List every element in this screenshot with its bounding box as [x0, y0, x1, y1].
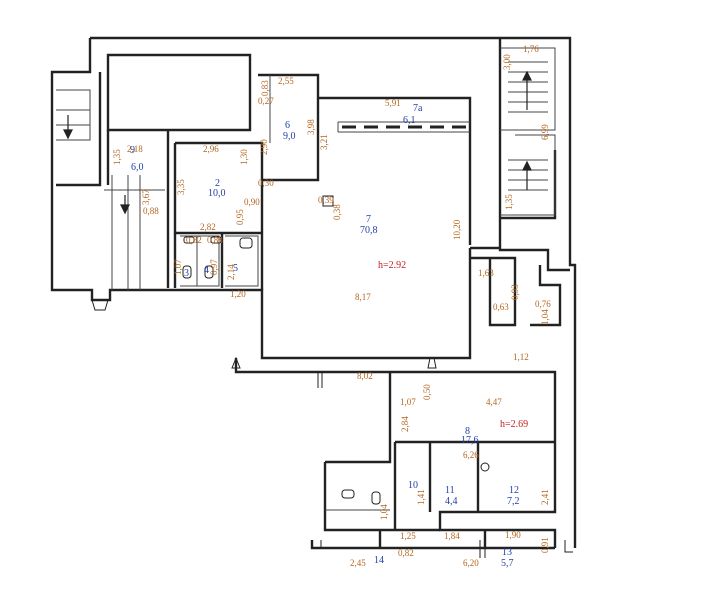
room-12-area: 7,2 — [507, 496, 520, 507]
dimension-label: 6,99 — [540, 124, 550, 140]
dimension-label: 8,02 — [357, 371, 373, 381]
dimension-label: 0,50 — [422, 384, 432, 400]
dimension-label: 0,90 — [244, 197, 260, 207]
room-14-number: 14 — [374, 555, 384, 566]
dimension-label: 1,90 — [505, 530, 521, 540]
dimension-label: 1,20 — [230, 289, 246, 299]
dimension-label: 1,04 — [379, 504, 389, 520]
dimension-label: 1,84 — [444, 531, 460, 541]
dimension-label: 2,14 — [226, 264, 236, 280]
room-6-number: 6 — [285, 120, 290, 131]
dimension-label: 2,96 — [203, 144, 219, 154]
dimension-label: 0,82 — [398, 548, 414, 558]
room-9-area: 6,0 — [131, 162, 144, 173]
room-5-number: 5 — [233, 263, 238, 274]
ceiling-heights: h=2.92 h=2.69 — [378, 260, 528, 430]
room-8-number: 8 — [465, 426, 470, 437]
dimension-label: 0,38 — [332, 204, 342, 220]
dimension-label: 0,82 — [186, 235, 202, 245]
dimension-label: 0,91 — [540, 537, 550, 553]
dimension-label: 1,35 — [112, 149, 122, 165]
dimension-label: 0,95 — [235, 209, 245, 225]
walls — [50, 36, 577, 550]
dimension-label: 2,45 — [350, 558, 366, 568]
room-12-number: 12 — [509, 485, 519, 496]
dimension-label: 1,25 — [400, 531, 416, 541]
room-10-number: 10 — [408, 480, 418, 491]
dimension-label: 1,41 — [416, 489, 426, 505]
dimension-label: 1,76 — [523, 44, 539, 54]
dimension-label: 2,41 — [540, 489, 550, 505]
dimension-labels: 1,76 3,00 6,99 1,35 1,63 0,93 0,63 0,76 … — [112, 44, 551, 568]
dimension-label: 10,20 — [452, 219, 462, 240]
dimension-label: 1,35 — [504, 194, 514, 210]
dimension-label: 1,07 — [400, 397, 416, 407]
sanitary-fixtures — [91, 195, 573, 558]
dimension-label: 2,84 — [400, 416, 410, 432]
dimension-label: 0,88 — [143, 206, 159, 216]
dimension-label: 3,35 — [176, 179, 186, 195]
dimension-label: 0,27 — [258, 96, 274, 106]
dimension-label: 3,00 — [502, 54, 512, 70]
stair-arrows — [63, 70, 532, 215]
dimension-label: 0,83 — [260, 80, 270, 96]
room-13-area: 5,7 — [501, 558, 514, 569]
height-label-room-8: h=2.69 — [500, 419, 528, 430]
room-4-number: 4 — [204, 265, 209, 276]
height-label-main-hall: h=2.92 — [378, 260, 406, 271]
dimension-label: 1,63 — [478, 268, 494, 278]
dimension-label: 2,55 — [278, 76, 294, 86]
dimension-label: 2,90 — [259, 139, 269, 155]
room-3-number: 3 — [184, 268, 189, 279]
dimension-label: 4,47 — [486, 397, 502, 407]
room-labels: 2 10,0 3 4 5 6 9,0 7 70,8 7a 6,1 8 17,6 … — [130, 103, 520, 569]
dimension-label: 3,98 — [306, 119, 316, 135]
dimension-label: 2,18 — [127, 144, 143, 154]
dimension-label: 6,20 — [463, 558, 479, 568]
dimension-label: 0,63 — [493, 302, 509, 312]
room-7-area: 70,8 — [360, 225, 378, 236]
room-8-area: 17,6 — [461, 435, 479, 446]
room-13-number: 13 — [502, 547, 512, 558]
room-11-area: 4,4 — [445, 496, 458, 507]
room-2-area: 10,0 — [208, 188, 226, 199]
dimension-label: 1,12 — [513, 352, 529, 362]
dimension-label: 0,39 — [318, 195, 334, 205]
dimension-label: 3,21 — [319, 134, 329, 150]
dimension-label: 0,30 — [258, 178, 274, 188]
dimension-label: 0,97 — [209, 259, 219, 275]
dimension-label: 8,17 — [355, 292, 371, 302]
dimension-label: 5,91 — [385, 98, 401, 108]
room-9-number: 9 — [130, 145, 135, 156]
dimension-label: 1,30 — [239, 149, 249, 165]
room-7-number: 7 — [366, 214, 371, 225]
dimension-label: 1,04 — [540, 309, 550, 325]
wall-details — [56, 47, 556, 511]
dimension-label: 0,93 — [510, 284, 520, 300]
room-6-area: 9,0 — [283, 131, 296, 142]
dimension-label: 0,76 — [535, 299, 551, 309]
dimension-label: 1,07 — [173, 259, 183, 275]
dimension-label: 6,26 — [463, 450, 479, 460]
dimension-label: 3,67 — [141, 189, 151, 205]
room-2-number: 2 — [215, 178, 220, 189]
room-7a-area: 6,1 — [403, 115, 416, 126]
dimension-label: 2,82 — [200, 222, 216, 232]
dimension-label: 0,88 — [207, 235, 223, 245]
room-7a-number: 7a — [413, 103, 423, 114]
room-11-number: 11 — [445, 485, 455, 496]
